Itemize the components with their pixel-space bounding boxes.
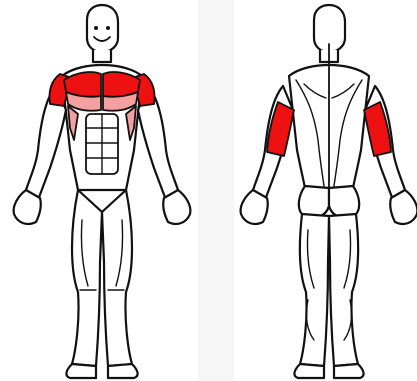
back-body-panel xyxy=(234,0,417,381)
back-right-hand xyxy=(390,190,417,224)
front-head xyxy=(87,5,118,52)
back-left-leg xyxy=(300,214,329,366)
front-left-hand xyxy=(14,190,41,224)
right-eye-icon xyxy=(106,26,110,30)
back-body-figure xyxy=(234,0,417,381)
front-body-panel xyxy=(0,0,198,381)
front-right-hand xyxy=(163,190,190,224)
front-right-leg xyxy=(102,190,132,366)
front-left-foot xyxy=(66,364,96,378)
back-left-foot xyxy=(294,364,324,378)
front-body-figure xyxy=(0,0,198,381)
left-eye-icon xyxy=(94,26,98,30)
front-right-foot xyxy=(108,364,138,378)
back-left-hand xyxy=(241,190,268,224)
back-right-foot xyxy=(334,364,364,378)
front-left-leg xyxy=(72,190,102,366)
front-neck xyxy=(93,50,111,62)
back-right-leg xyxy=(329,214,358,366)
